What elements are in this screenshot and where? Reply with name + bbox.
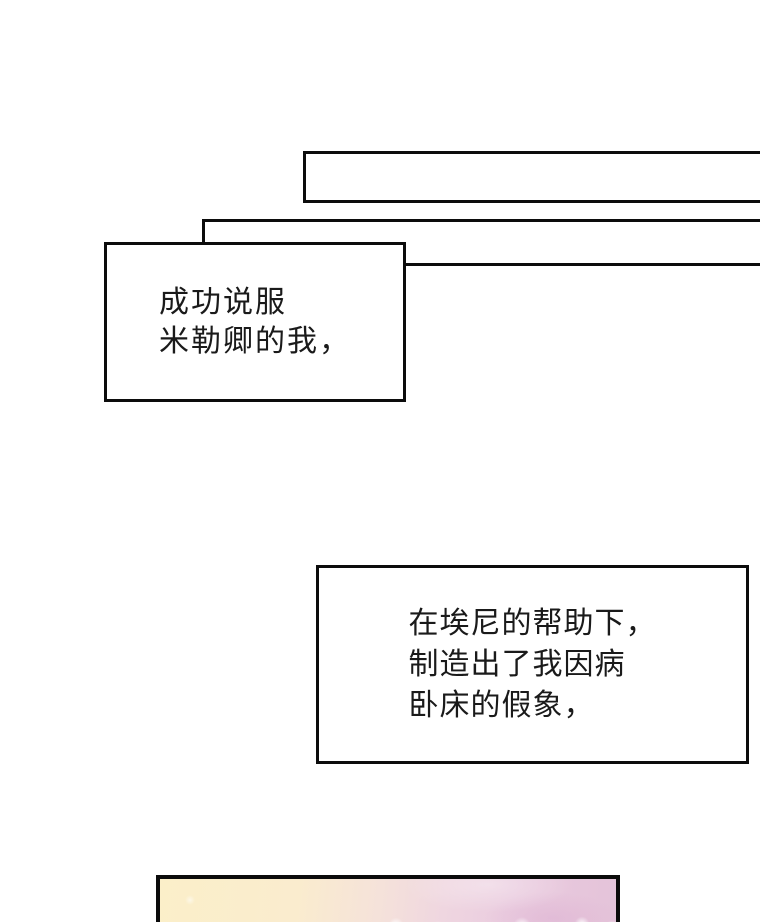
- caption-text-persuade-miller: 成功说服 米勒卿的我，: [159, 283, 351, 361]
- caption-line: 米勒卿的我，: [159, 325, 351, 358]
- caption-box-persuade-miller: 成功说服 米勒卿的我，: [104, 242, 406, 402]
- narration-box-top-empty: [303, 151, 760, 203]
- caption-text-annie-help: 在埃尼的帮助下， 制造出了我因病 卧床的假象，: [409, 603, 657, 726]
- caption-box-annie-help: 在埃尼的帮助下， 制造出了我因病 卧床的假象，: [316, 565, 749, 764]
- caption-line: 卧床的假象，: [408, 689, 595, 722]
- artwork-panel-cropped: [156, 875, 620, 922]
- caption-line: 制造出了我因病: [408, 648, 626, 681]
- caption-line: 成功说服: [159, 286, 287, 319]
- caption-line: 在埃尼的帮助下，: [408, 607, 657, 640]
